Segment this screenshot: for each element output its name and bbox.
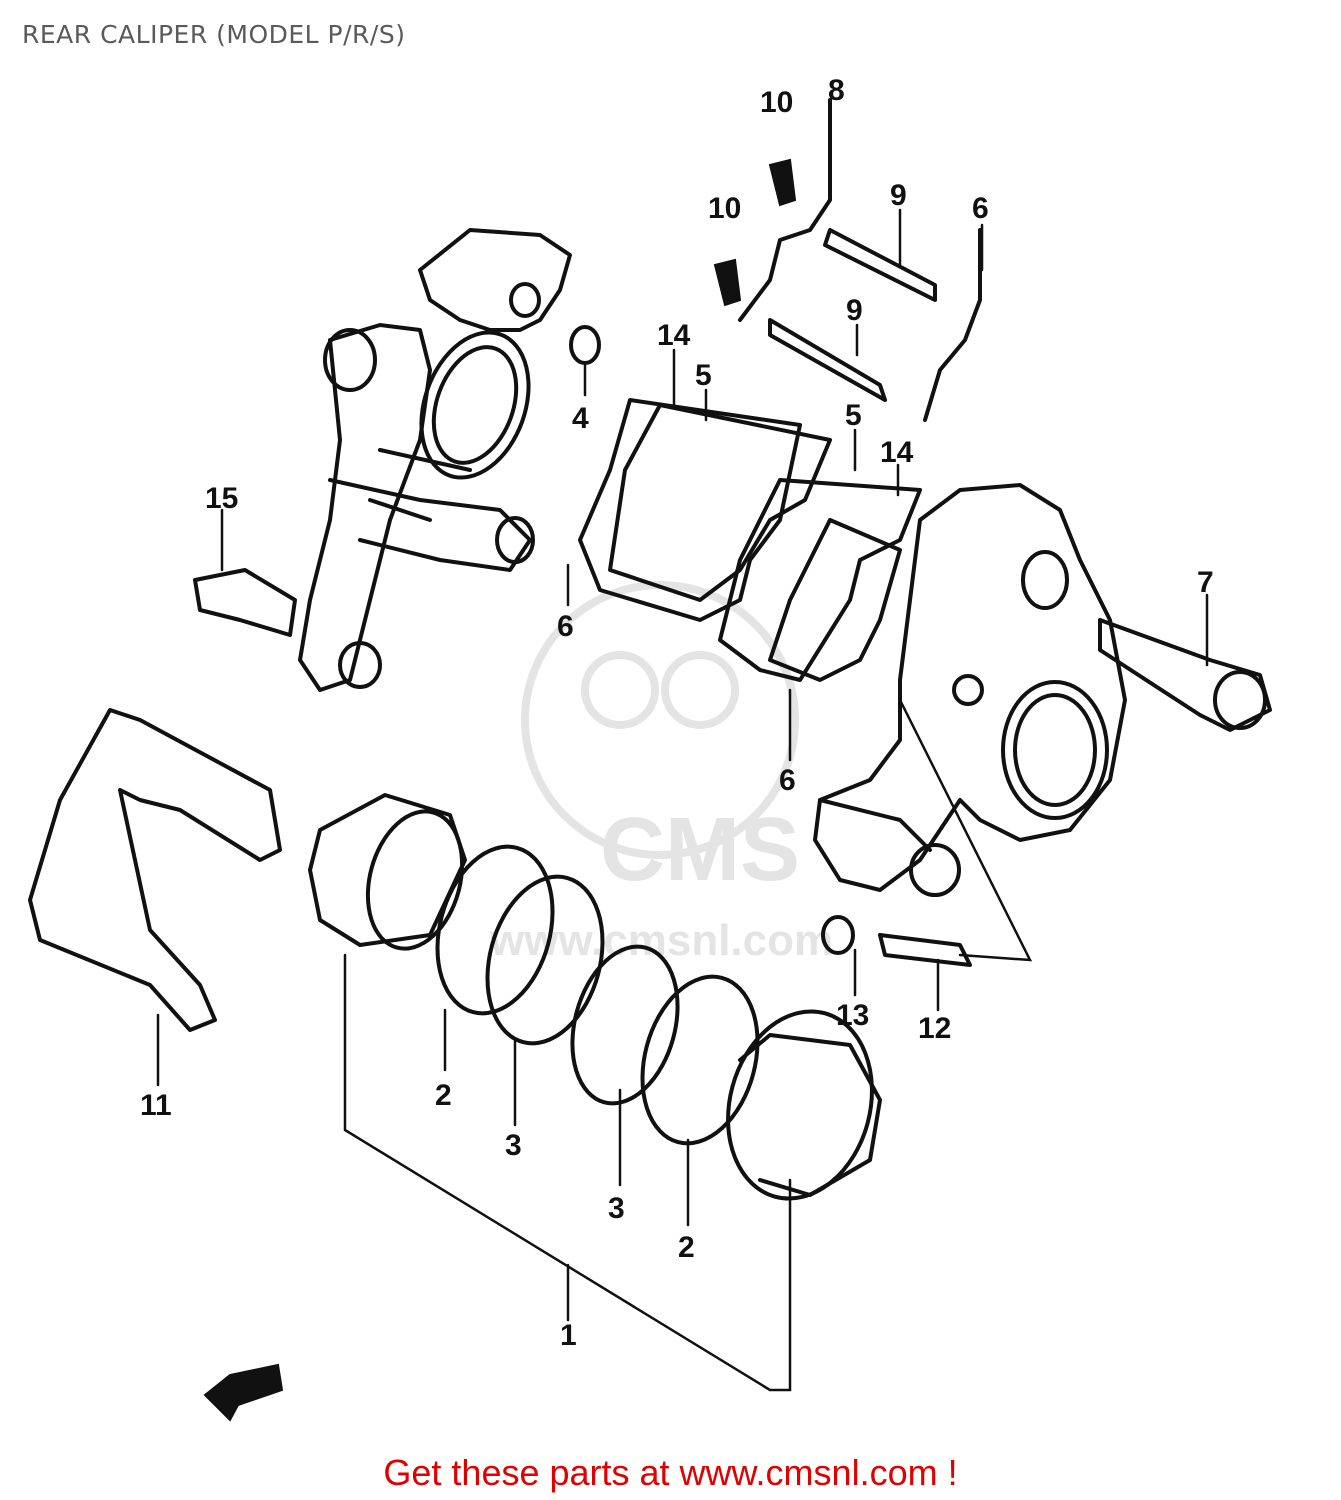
callout-labels: 10 8 10 9 6 9 14 5 5 14 4 15 6 6 7 13 12…	[140, 74, 1214, 1352]
callout-15: 15	[205, 482, 238, 515]
caliper-bracket	[28, 708, 282, 1032]
callout-11: 11	[140, 1089, 172, 1122]
callout-9-top: 9	[890, 179, 907, 212]
caliper-body-right	[813, 483, 1127, 897]
callout-5-left: 5	[695, 359, 712, 392]
leader-lines	[156, 208, 1209, 1392]
callout-7: 7	[1197, 566, 1214, 599]
callout-6-left: 6	[557, 610, 574, 643]
caliper-body-left	[298, 228, 572, 692]
callout-6-right: 6	[779, 764, 796, 797]
page-title: REAR CALIPER (MODEL P/R/S)	[22, 20, 406, 49]
callout-2-left: 2	[435, 1079, 452, 1112]
callout-10-top: 10	[760, 86, 793, 119]
callout-14-right: 14	[880, 436, 914, 469]
callout-9-lower: 9	[846, 294, 863, 327]
callout-8: 8	[828, 74, 845, 107]
footer-promo-text: Get these parts at www.cmsnl.com !	[383, 1452, 958, 1493]
pistons-and-seals	[308, 793, 882, 1201]
callout-2-right: 2	[678, 1231, 695, 1264]
small-parts	[193, 98, 1272, 967]
forward-direction-arrow-icon	[203, 1363, 284, 1422]
callout-4: 4	[572, 402, 589, 435]
callout-3-right: 3	[608, 1192, 625, 1225]
callout-5-right: 5	[845, 399, 862, 432]
brake-pads	[578, 398, 922, 682]
watermark-logo-text: CMS	[600, 800, 800, 900]
callout-10-lower: 10	[708, 192, 741, 225]
callout-14-left: 14	[657, 319, 691, 352]
callout-6-top: 6	[972, 192, 989, 225]
callout-3-left: 3	[505, 1129, 522, 1162]
callout-12: 12	[918, 1012, 951, 1045]
callout-13: 13	[836, 999, 869, 1032]
callout-1: 1	[560, 1319, 577, 1352]
